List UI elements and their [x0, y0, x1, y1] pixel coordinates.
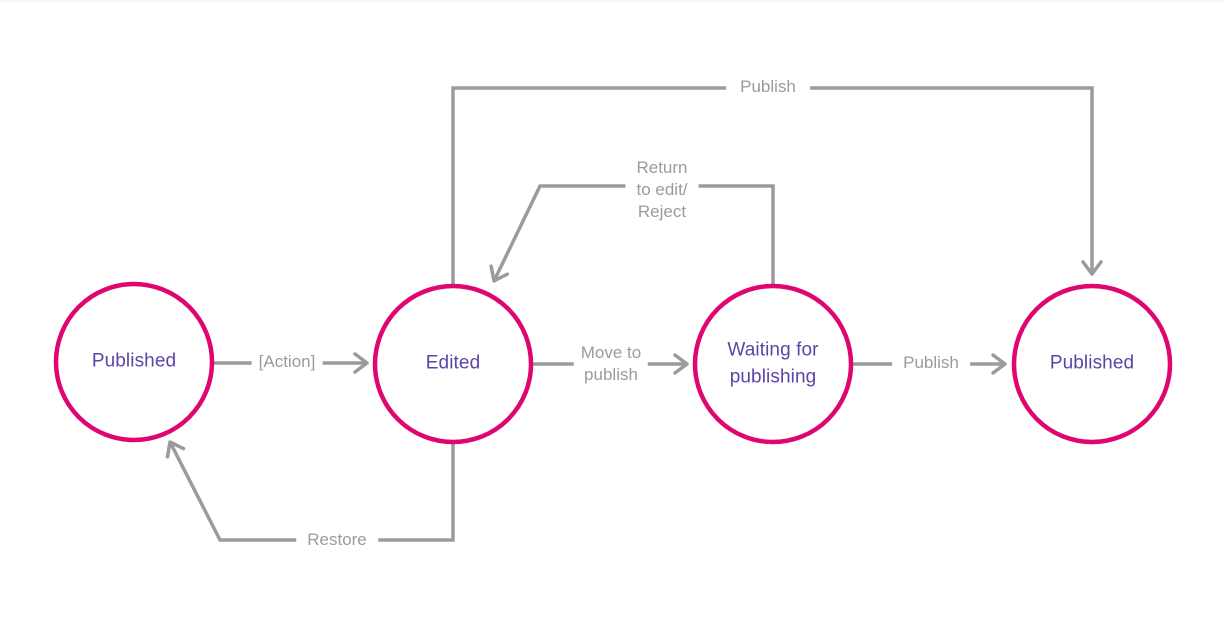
node-published-start-label: Published: [91, 350, 177, 372]
node-edited-label: Edited: [425, 352, 481, 374]
node-edited-circle: [372, 283, 534, 445]
edge-publish-mid-label: Publish: [892, 350, 970, 376]
edge-return-to-edit-label: Return to edit/ Reject: [625, 155, 699, 225]
node-published-end-circle: [1011, 283, 1173, 445]
edge-restore-label: Restore: [296, 527, 378, 553]
node-waiting-for-publishing-circle: [692, 283, 854, 445]
edge-move-to-publish-label: Move to publish: [573, 340, 649, 388]
page-top-edge: [0, 0, 1224, 2]
edge-publish-top-label: Publish: [726, 74, 810, 100]
node-waiting-for-publishing-label: Waiting for publishing: [727, 339, 819, 387]
edge-restore-arrow: [165, 440, 455, 542]
node-published-end-label: Published: [1049, 352, 1135, 374]
node-published-start-circle: [53, 281, 215, 443]
edge-action-label: [Action]: [251, 349, 323, 375]
